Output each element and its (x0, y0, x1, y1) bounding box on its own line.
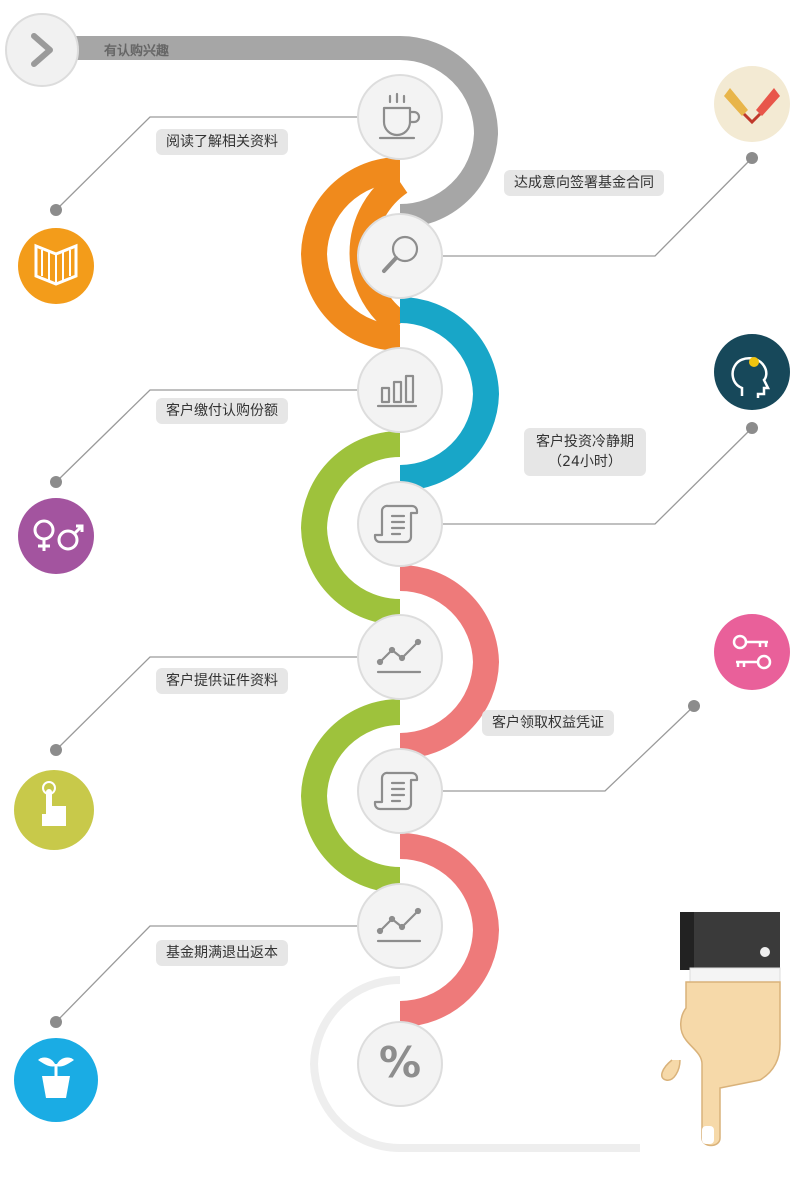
key-icon (714, 614, 790, 690)
teal-path-arc (399, 297, 500, 491)
percent-icon: % (378, 1038, 422, 1087)
node-circle-8 (357, 1021, 443, 1107)
connector-line-7 (55, 925, 360, 1023)
book-icon (18, 228, 94, 304)
handshake-icon (714, 66, 790, 142)
connector-line-2 (440, 157, 753, 257)
magnifier-icon (382, 235, 419, 273)
node-circle-6 (357, 748, 443, 834)
bar-chart-icon (376, 374, 418, 408)
hand-touch-icon (14, 770, 94, 850)
lime-path-arc (300, 431, 401, 625)
step-label-3: 客户缴付认购份额 (156, 398, 288, 424)
gray-path-segment (40, 36, 499, 229)
step-label-4-line1: 客户投资冷静期 (536, 434, 634, 450)
connector-dot (50, 744, 62, 756)
head-idea-icon (714, 334, 790, 410)
step-label-1: 阅读了解相关资料 (156, 129, 288, 155)
pointing-hand-icon (661, 912, 781, 1147)
faint-end-curve (309, 976, 640, 1152)
step-label-4-line2: （24小时） (548, 454, 622, 470)
connector-dot (688, 700, 700, 712)
step-label-7: 基金期满退出返本 (156, 940, 288, 966)
orange-path-arc (300, 157, 401, 351)
scroll-document-icon (373, 771, 419, 811)
connector-line-1 (55, 116, 360, 211)
connector-dot (50, 204, 62, 216)
connector-line-5 (55, 656, 360, 751)
node-circle-4 (357, 481, 443, 567)
gender-icon (18, 498, 94, 574)
coffee-cup-icon (378, 92, 421, 140)
connector-line-3 (55, 389, 360, 483)
connector-dot (50, 476, 62, 488)
line-chart-icon (376, 638, 422, 674)
connector-dot (746, 422, 758, 434)
node-circle-2 (357, 213, 443, 299)
line-chart-icon (376, 907, 422, 943)
step-label-4: 客户投资冷静期 （24小时） (524, 428, 646, 476)
lime-path-arc-2 (300, 699, 401, 893)
chevron-right-icon (31, 33, 53, 67)
connector-line-6 (440, 705, 695, 792)
start-circle (5, 13, 79, 87)
connector-dot (746, 152, 758, 164)
header-title: 有认购兴趣 (104, 44, 170, 59)
connector-dot (50, 1016, 62, 1028)
step-label-2: 达成意向签署基金合同 (504, 170, 664, 196)
plant-icon (14, 1038, 98, 1122)
node-circle-1 (357, 74, 443, 160)
salmon-path-arc-2 (399, 833, 500, 1027)
step-label-5: 客户提供证件资料 (156, 668, 288, 694)
salmon-path-arc (399, 565, 500, 759)
scroll-document-icon (373, 504, 419, 544)
step-label-6: 客户领取权益凭证 (482, 710, 614, 736)
connector-line-4 (440, 427, 753, 525)
